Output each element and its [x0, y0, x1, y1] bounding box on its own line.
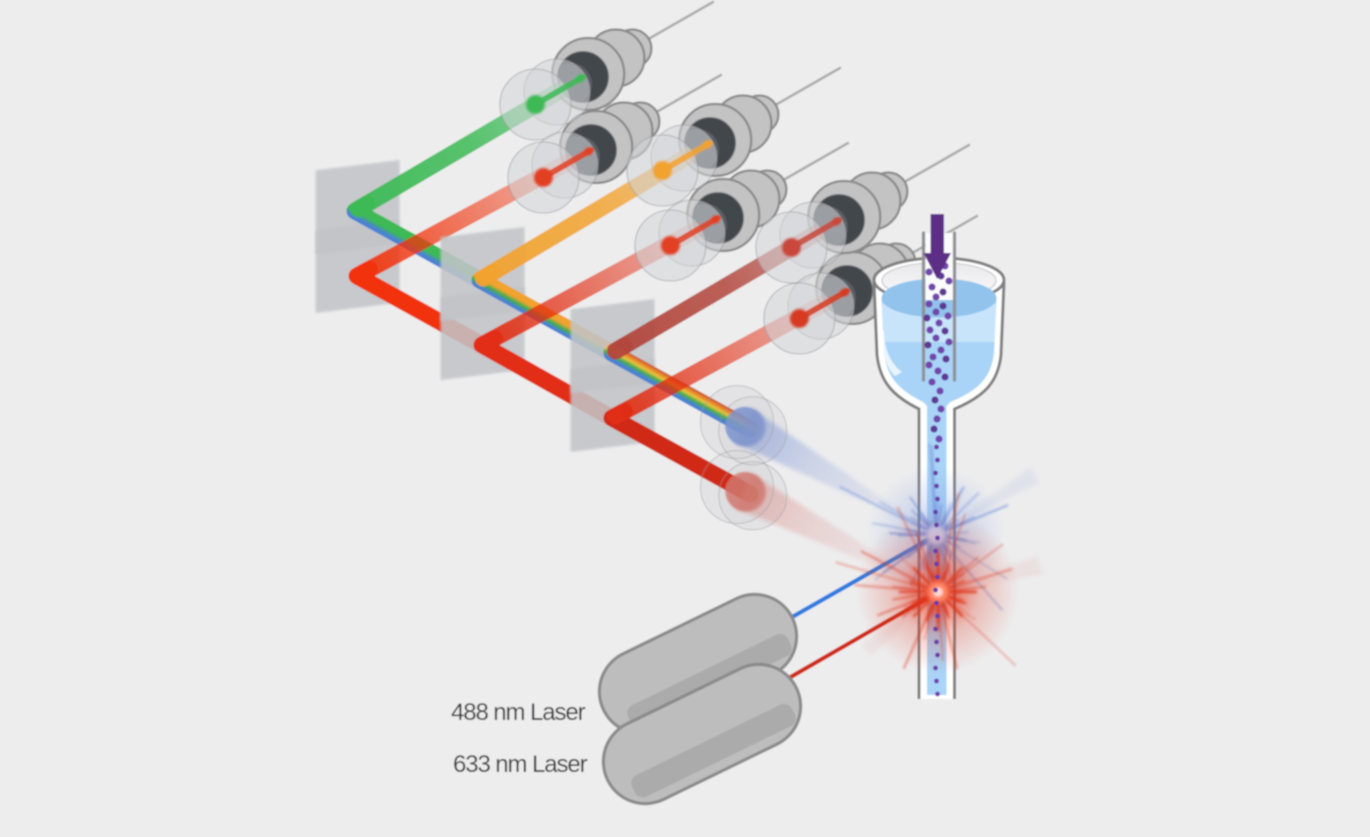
svg-text:488 nm Laser: 488 nm Laser — [451, 699, 586, 726]
svg-text:633 nm Laser: 633 nm Laser — [453, 751, 588, 778]
